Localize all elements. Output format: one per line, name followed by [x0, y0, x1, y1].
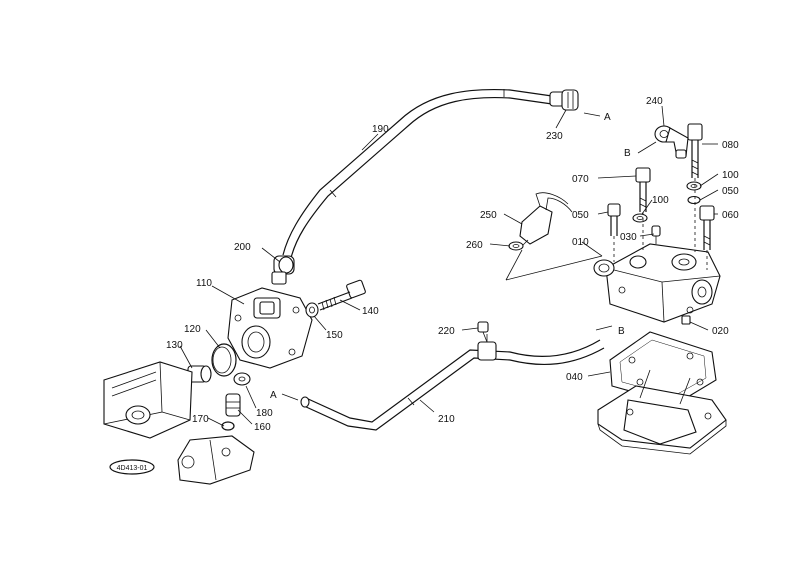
- pin-020: [681, 315, 691, 325]
- fitting-160: [225, 393, 241, 417]
- dashed-guides: [613, 178, 708, 270]
- label-130: 130: [166, 340, 183, 351]
- part-labels: 190 230 200 110 140 150 120 130 180 160 …: [166, 96, 739, 433]
- label-100-right: 100: [722, 170, 739, 181]
- o-ring-120: [211, 343, 237, 377]
- washer-100-right: [686, 181, 702, 191]
- pipe-190: [282, 88, 553, 259]
- label-050-left: 050: [572, 210, 589, 221]
- fitting-030: [651, 225, 661, 244]
- reference-letters: A B A B: [270, 112, 631, 401]
- ref-a-bottom: A: [270, 390, 277, 401]
- drawing-code: 4D413-01: [109, 459, 155, 475]
- bolt-080: [687, 123, 703, 178]
- washer-260: [508, 241, 524, 251]
- label-100-left: 100: [652, 195, 669, 206]
- label-030: 030: [620, 232, 637, 243]
- washer-100-left: [632, 213, 648, 223]
- pipe-210: [300, 334, 605, 431]
- leader-lines-260: [505, 249, 603, 281]
- coupling-130: [187, 365, 212, 383]
- label-220: 220: [438, 326, 455, 337]
- fitting-220: [477, 321, 489, 343]
- label-060: 060: [722, 210, 739, 221]
- label-120: 120: [184, 324, 201, 335]
- label-040: 040: [566, 372, 583, 383]
- label-010: 010: [572, 237, 589, 248]
- label-110: 110: [196, 278, 212, 289]
- bolt-060: [699, 205, 715, 250]
- bolt-050: [607, 203, 621, 236]
- label-020: 020: [712, 326, 729, 337]
- label-170: 170: [192, 414, 209, 425]
- valve-body-010: [593, 243, 721, 323]
- washer-150: [305, 302, 319, 318]
- label-140: 140: [362, 306, 379, 317]
- bolt-140: [317, 279, 366, 311]
- ref-b-right: B: [618, 326, 625, 337]
- fitting-230: [549, 89, 579, 111]
- fitting-200: [271, 255, 295, 285]
- bolt-070: [635, 167, 651, 212]
- solenoid-250: [519, 192, 573, 249]
- drawing-code-text: 4D413-01: [117, 465, 148, 472]
- label-250: 250: [480, 210, 497, 221]
- fitting-180: [233, 372, 251, 386]
- leader-lines: [179, 105, 719, 427]
- mounting-base: [597, 369, 727, 455]
- label-080: 080: [722, 140, 739, 151]
- label-160: 160: [254, 422, 271, 433]
- label-210: 210: [438, 414, 455, 425]
- label-180: 180: [256, 408, 273, 419]
- label-050-right: 050: [722, 186, 739, 197]
- label-190: 190: [372, 124, 389, 135]
- pump-body-110: [227, 287, 313, 369]
- gear-pump-unit: [103, 361, 193, 439]
- shaft-coupler: [177, 435, 255, 485]
- fitting-240: [654, 125, 689, 159]
- washer-050-right: [687, 195, 701, 205]
- label-070: 070: [572, 174, 589, 185]
- o-ring-170: [221, 421, 235, 431]
- label-260: 260: [466, 240, 483, 251]
- label-230: 230: [546, 131, 563, 142]
- label-240: 240: [646, 96, 663, 107]
- label-150: 150: [326, 330, 343, 341]
- ref-b-top: B: [624, 148, 631, 159]
- label-200: 200: [234, 242, 251, 253]
- ref-a-top: A: [604, 112, 611, 123]
